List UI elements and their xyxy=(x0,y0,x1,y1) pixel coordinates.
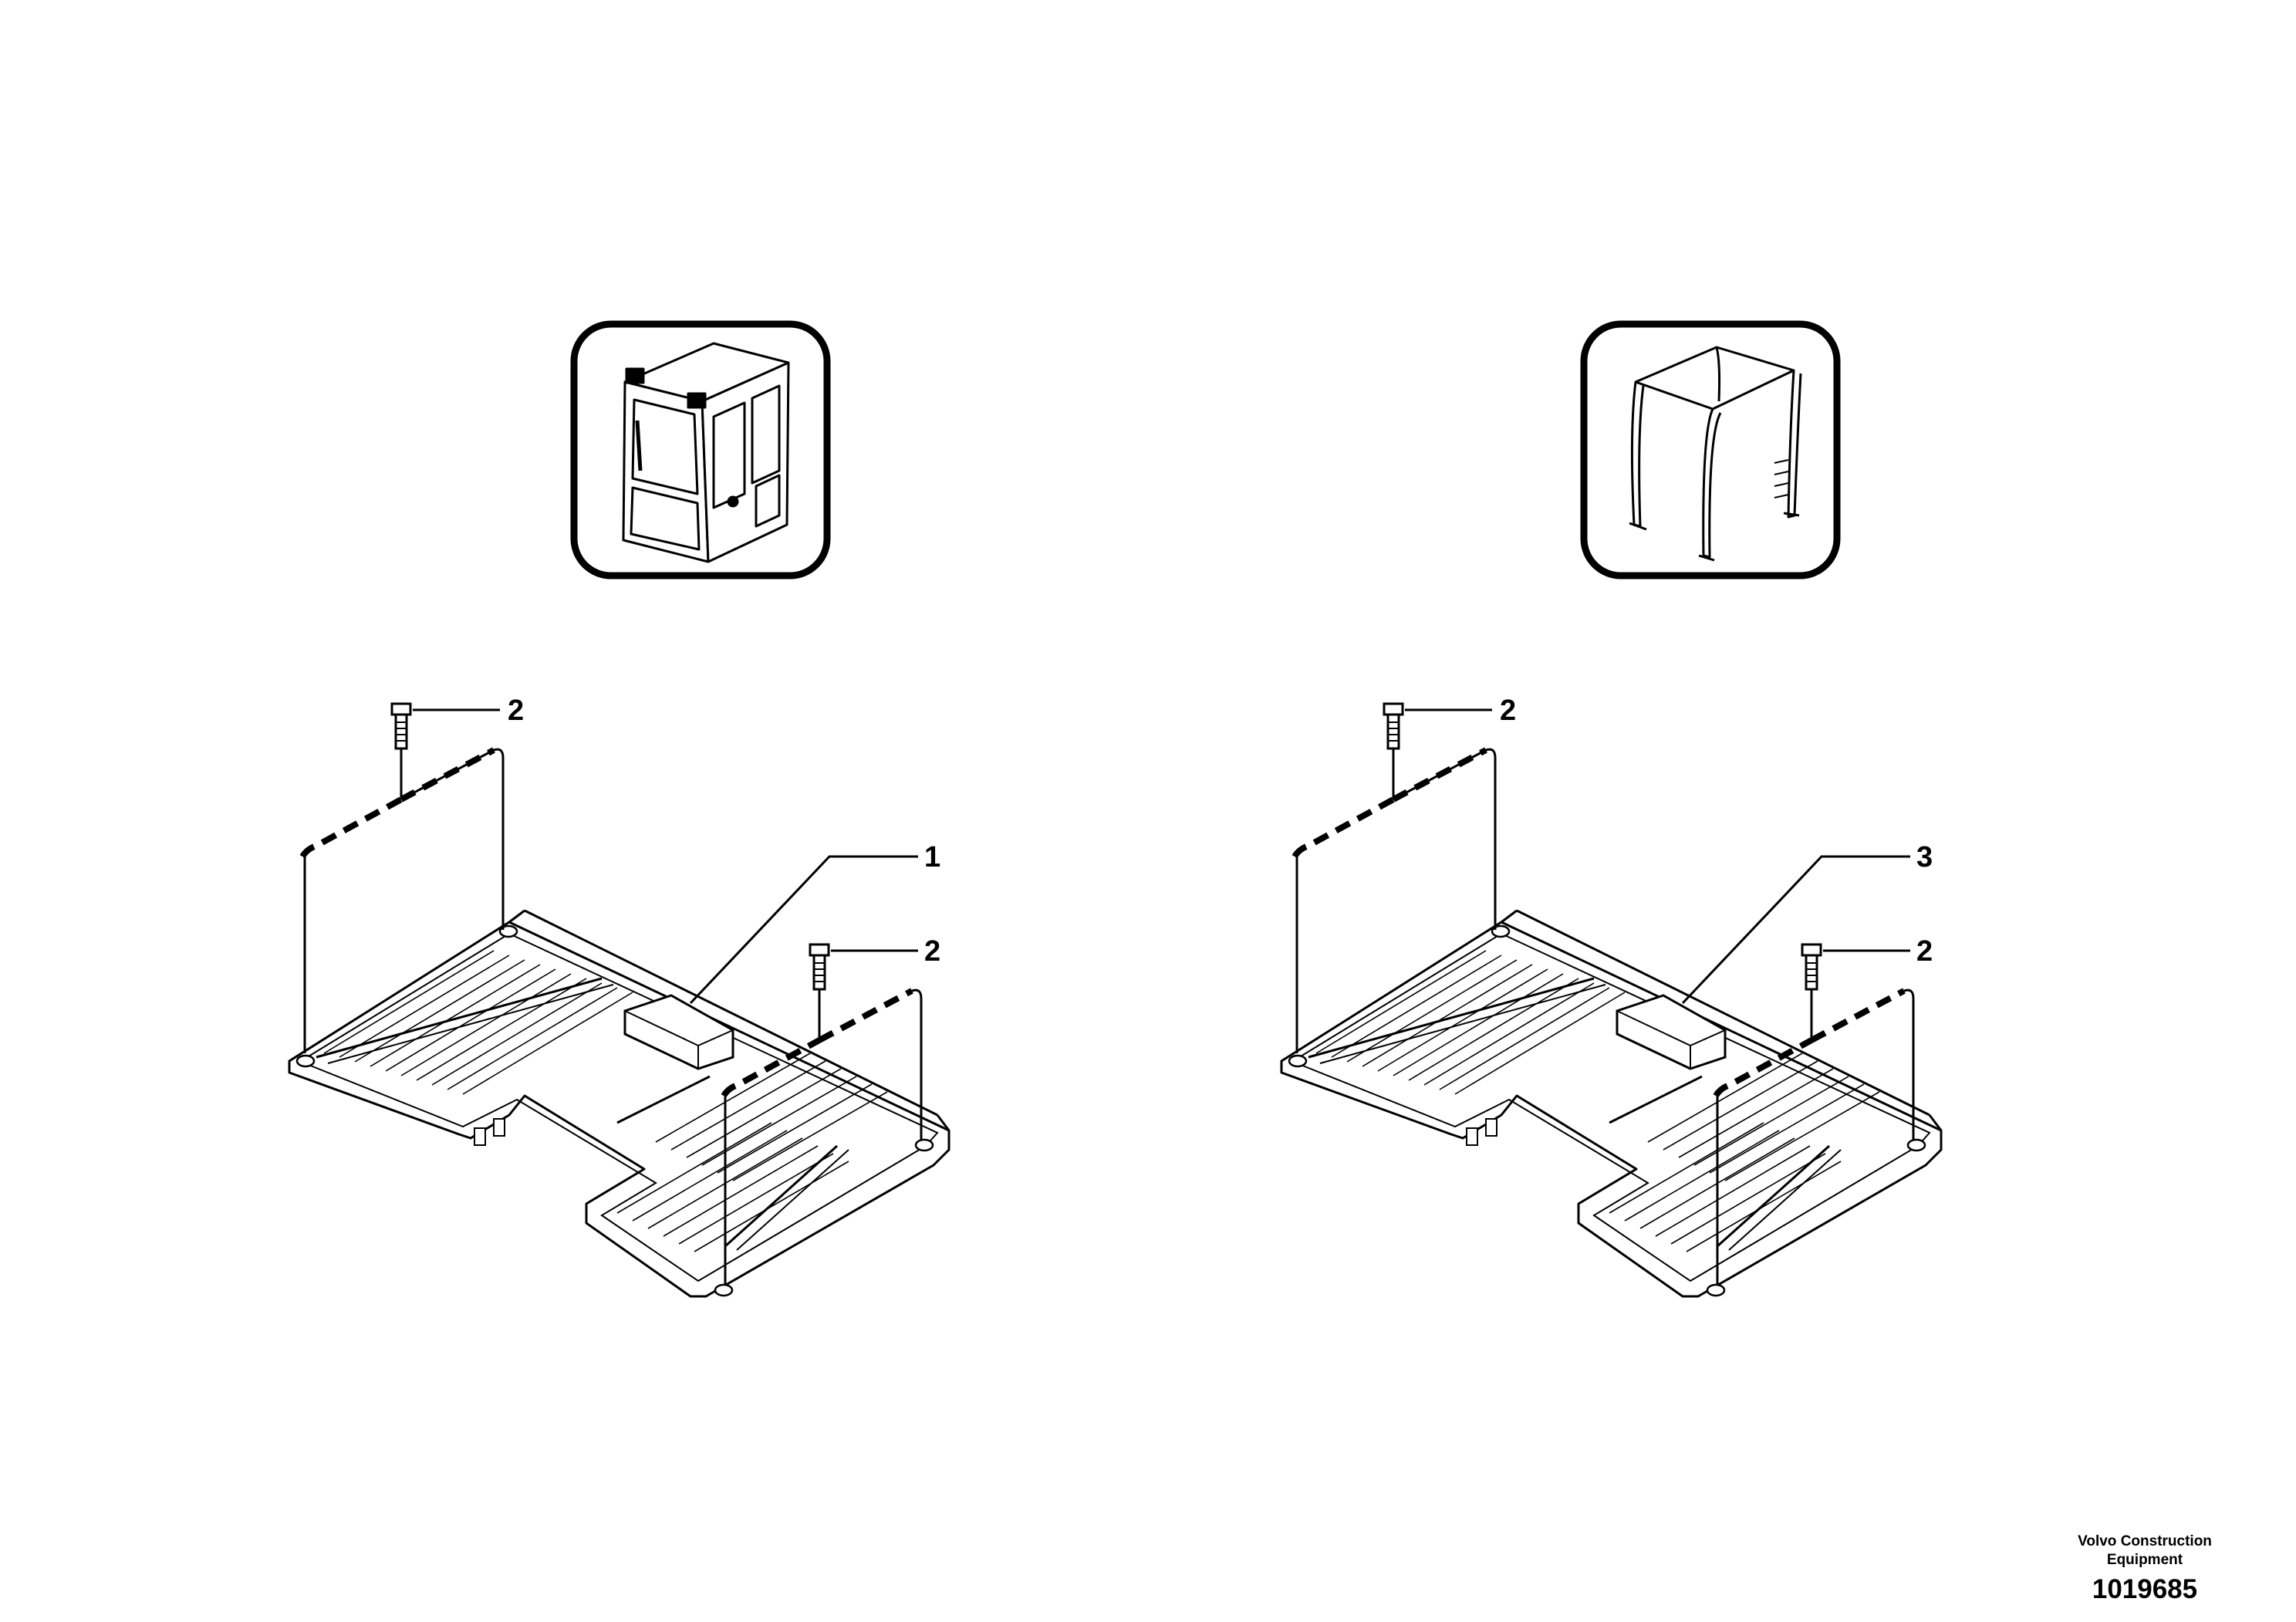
floor-plate-left xyxy=(289,702,949,1296)
canopy-inset xyxy=(1580,320,1841,580)
callout-right-floor: 3 xyxy=(1916,841,1933,874)
floor-plate-right xyxy=(1281,702,1941,1296)
cab-icon xyxy=(622,342,790,563)
callout-right-bolt-right: 2 xyxy=(1916,935,1933,968)
bolt-left-right xyxy=(809,943,830,991)
callout-right-bolt-top: 2 xyxy=(1500,694,1516,727)
bolt-right-right xyxy=(1801,943,1822,991)
callout-left-floor: 1 xyxy=(924,841,940,874)
canopy-icon xyxy=(1629,346,1802,562)
bolt-right-top xyxy=(1383,702,1404,750)
drawing-number: 1019685 xyxy=(2092,1574,2198,1604)
credit-line-2: Equipment xyxy=(2106,1552,2183,1568)
callout-left-bolt-right: 2 xyxy=(924,935,940,968)
manufacturer-credit: Volvo Construction Equipment xyxy=(2006,1532,2284,1570)
callout-left-bolt-top: 2 xyxy=(508,694,524,727)
bolt-left-top xyxy=(390,702,412,750)
cab-inset xyxy=(570,320,831,580)
credit-line-1: Volvo Construction xyxy=(2078,1533,2212,1549)
